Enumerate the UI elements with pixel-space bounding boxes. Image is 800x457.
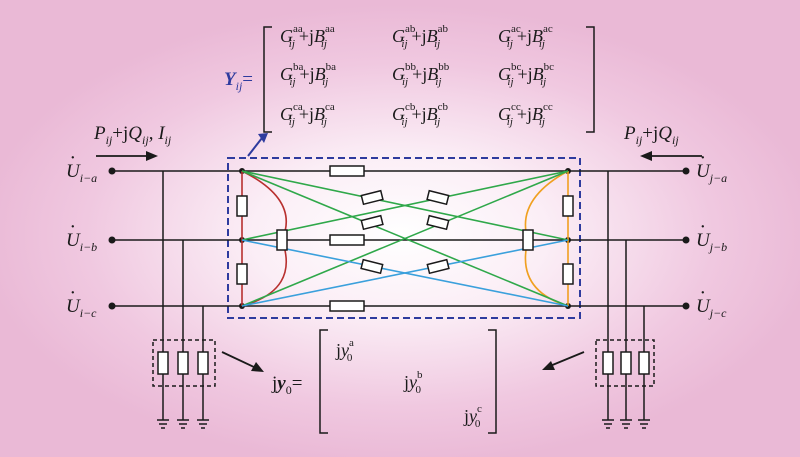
- resistor-cross-2: [426, 189, 450, 206]
- y-matrix-lhs: Yij=: [224, 69, 253, 93]
- y0-matrix-entry-b: jyb0: [404, 369, 423, 396]
- resistor-left-bc: [236, 263, 248, 285]
- cross-green-ca: [241, 170, 569, 307]
- resistor-left-curve: [276, 229, 288, 251]
- y-matrix-entry-cc: Gccij+jBccij: [498, 101, 553, 128]
- label-right-b: Uj−b: [696, 231, 727, 253]
- node-left-a: [108, 167, 116, 175]
- y-matrix-entry-ca: Gcaij+jBcaij: [280, 101, 335, 128]
- resistor-cross-6: [426, 258, 450, 275]
- flow-arrow-right-head: [640, 151, 652, 161]
- y0-matrix-entry-a: jya0: [336, 337, 354, 364]
- label-right-a: Uj−a: [696, 162, 727, 184]
- y-matrix-entry-bb: Gbbij+jBbbij: [392, 61, 450, 88]
- flow-label-right: Pij+jQij: [624, 123, 679, 147]
- resistor-series-a: [329, 165, 365, 177]
- y0-matrix-bracket-left: [319, 329, 328, 434]
- node-right-a: [682, 167, 690, 175]
- y-matrix-entry-ba: Gbaij+jBbaij: [280, 61, 337, 88]
- resistor-cross-1: [360, 189, 384, 206]
- y-matrix-bracket-right: [586, 26, 595, 133]
- series-network-box: [227, 157, 581, 319]
- shunt-right: [595, 171, 655, 429]
- shunt-left: [152, 171, 216, 429]
- y-matrix-entry-cb: Gcbij+jBcbij: [392, 101, 449, 128]
- y0-matrix-entry-c: jyc0: [464, 403, 482, 430]
- y0-arrow-right: [549, 351, 585, 367]
- y-matrix-entry-ab: Gabij+jBabij: [392, 23, 449, 50]
- cross-green-ba: [241, 170, 569, 241]
- y-matrix-entry-ac: Gacij+jBacij: [498, 23, 553, 50]
- flow-arrow-left-head: [146, 151, 158, 161]
- y0-matrix-lhs: jy0=: [272, 373, 303, 397]
- resistor-series-b: [329, 234, 365, 246]
- label-right-c: Uj−c: [696, 297, 727, 319]
- node-right-b: [682, 236, 690, 244]
- y-matrix-entry-bc: Gbcij+jBbcij: [498, 61, 555, 88]
- y0-arrow-left: [221, 351, 257, 369]
- resistor-right-ab: [562, 195, 574, 217]
- flow-label-left: Pij+jQij, Iij: [94, 123, 172, 147]
- resistor-left-ab: [236, 195, 248, 217]
- label-left-b: Ui−b: [66, 231, 97, 253]
- resistor-cross-3: [360, 214, 384, 231]
- y0-arrow-left-head: [251, 362, 264, 372]
- resistor-right-bc: [562, 263, 574, 285]
- y-matrix-entry-aa: Gaaij+jBaaij: [280, 23, 335, 50]
- resistor-series-c: [329, 300, 365, 312]
- node-left-b: [108, 236, 116, 244]
- cross-blue-cb: [241, 239, 569, 307]
- resistor-cross-5: [360, 258, 384, 275]
- resistor-cross-4: [426, 214, 450, 231]
- y-matrix-pointer-arrow: [247, 137, 263, 157]
- label-left-a: Ui−a: [66, 162, 97, 184]
- node-right-c: [682, 302, 690, 310]
- label-left-c: Ui−c: [66, 297, 97, 319]
- resistor-right-curve: [522, 229, 534, 251]
- y-matrix-bracket-left: [263, 26, 272, 133]
- y0-arrow-right-head: [542, 361, 555, 370]
- y0-matrix-bracket-right: [488, 329, 497, 434]
- node-left-c: [108, 302, 116, 310]
- y-matrix-pointer-head: [258, 133, 268, 143]
